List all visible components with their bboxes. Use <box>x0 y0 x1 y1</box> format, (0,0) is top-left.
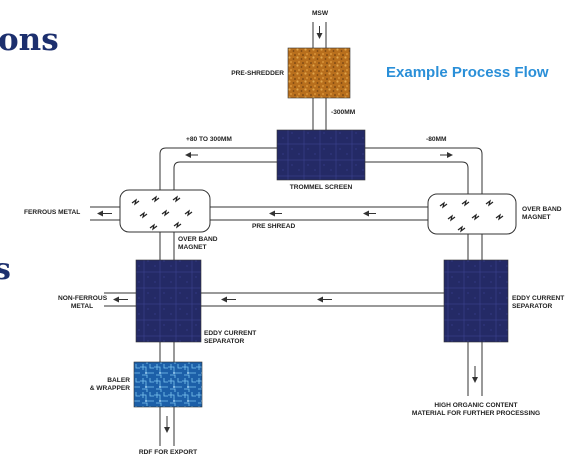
label-ferrous-metal: FERROUS METAL <box>24 209 81 216</box>
pipe-magnet-to-eddy-left <box>159 232 175 260</box>
over-band-magnet-left <box>119 189 211 233</box>
label-over-band-magnet-right: OVER BAND MAGNET <box>522 206 562 221</box>
msw-inlet-pipe <box>312 22 327 48</box>
label-baler-wrapper: BALER & WRAPPER <box>89 377 130 392</box>
over-band-magnet-right <box>427 193 517 235</box>
label-msw: MSW <box>311 10 329 17</box>
baler-wrapper-box <box>133 361 203 408</box>
pipe-magnet-to-eddy-right <box>467 234 483 260</box>
label-non-ferrous-metal: NON-FERROUS METAL <box>58 295 108 310</box>
pipe-pre-shread <box>210 206 428 221</box>
label-eddy-current-right: EDDY CURRENT SEPARATOR <box>512 295 565 310</box>
pipe-rdf-out <box>159 407 175 446</box>
eddy-current-separator-right-box <box>443 259 509 343</box>
pipe-non-ferrous-out <box>104 292 136 307</box>
label-eddy-current-left: EDDY CURRENT SEPARATOR <box>204 330 257 345</box>
pipe-eddy-to-baler <box>159 342 175 362</box>
partial-heading: ons <box>0 22 59 58</box>
label-trommel-screen: TROMMEL SCREEN <box>289 184 353 191</box>
label-minus-80: -80MM <box>426 136 447 143</box>
label-pre-shread: PRE SHREAD <box>252 223 296 230</box>
trommel-screen-box <box>276 129 366 181</box>
pipe-trommel-left <box>159 147 277 190</box>
label-plus-80-300: +80 TO 300MM <box>186 136 232 143</box>
label-over-band-magnet-left: OVER BAND MAGNET <box>178 236 218 251</box>
pipe-high-organic-out <box>467 342 483 396</box>
pre-shredder-box <box>287 47 351 99</box>
label-high-organic: HIGH ORGANIC CONTENT MATERIAL FOR FURTHE… <box>411 402 541 417</box>
eddy-current-separator-left-box <box>135 259 202 343</box>
pipe-eddy-right-to-left <box>201 292 444 307</box>
label-rdf-for-export: RDF FOR EXPORT <box>138 449 198 456</box>
label-pre-shredder: PRE-SHREDDER <box>231 70 284 77</box>
pipe-ferrous-out <box>90 206 120 221</box>
pipe-trommel-right <box>365 147 483 194</box>
diagram-title: Example Process Flow <box>386 64 549 81</box>
pipe-shredder-to-trommel <box>312 98 327 130</box>
partial-letter: s <box>0 252 11 287</box>
label-minus-300: -300MM <box>331 109 356 116</box>
